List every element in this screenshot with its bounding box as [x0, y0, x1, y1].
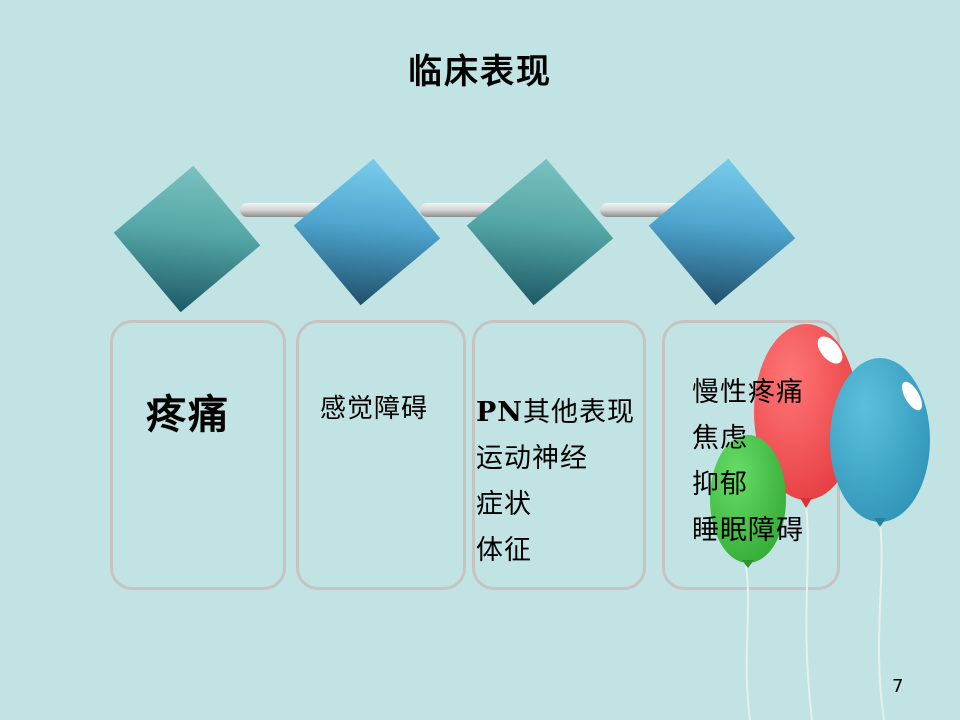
card-sensory-label: 感觉障碍 — [320, 394, 429, 424]
card-pain — [110, 320, 286, 590]
balloon-string — [745, 565, 751, 720]
card-other-line-1: PN其他表现 — [476, 390, 635, 436]
card-comorbidity-line-3: 抑郁 — [692, 469, 748, 500]
card-comorbidity-line-4: 睡眠障碍 — [692, 515, 804, 546]
card-other-line-4: 体征 — [476, 535, 532, 566]
connector-bar — [240, 203, 326, 217]
green-balloon — [710, 435, 786, 568]
timeline-square-2 — [293, 158, 441, 306]
page-title: 临床表现 — [408, 52, 552, 92]
timeline-square-3 — [466, 158, 614, 306]
balloon-string — [805, 504, 813, 720]
card-comorbidity-line-1: 慢性疼痛 — [692, 377, 804, 408]
card-comorbidity-text: 慢性疼痛 焦虑 抑郁 睡眠障碍 — [692, 370, 804, 554]
card-sensory — [296, 320, 466, 590]
card-comorbidity-line-2: 焦虑 — [692, 423, 748, 454]
card-other-text: PN其他表现 运动神经 症状 体征 — [476, 390, 635, 574]
balloon-string — [877, 521, 885, 720]
card-other — [472, 320, 646, 590]
card-other-line-2: 运动神经 — [476, 443, 588, 474]
blue-balloon — [830, 358, 930, 527]
other-manifest-label: 其他表现 — [522, 397, 635, 428]
card-other-line-3: 症状 — [476, 489, 532, 520]
timeline-square-1 — [113, 165, 261, 313]
card-pain-label: 疼痛 — [146, 391, 230, 438]
timeline-square-4 — [648, 158, 796, 306]
page-number: 7 — [892, 676, 904, 697]
pn-label: PN — [476, 397, 523, 428]
